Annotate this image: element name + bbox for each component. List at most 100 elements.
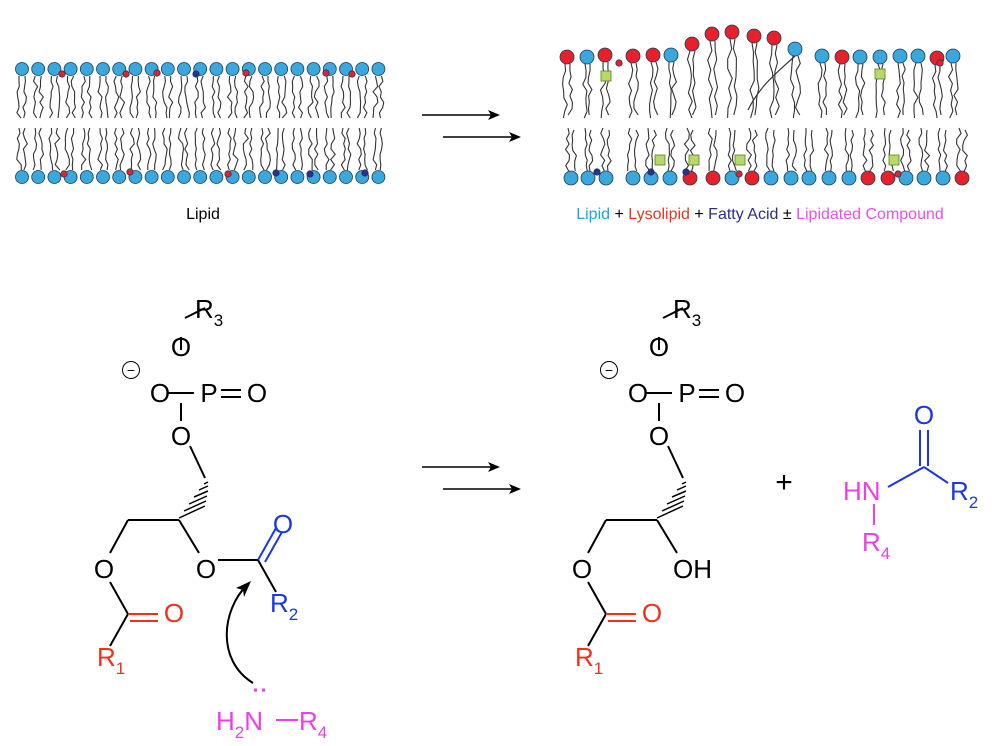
membrane-head bbox=[662, 170, 678, 186]
oxygen-top: O bbox=[171, 332, 191, 362]
lipid-head bbox=[47, 62, 62, 76]
lipid-head bbox=[160, 170, 175, 184]
membrane-head bbox=[625, 170, 641, 186]
small-head bbox=[361, 169, 369, 177]
membrane-head bbox=[744, 170, 760, 186]
membrane-head bbox=[852, 49, 868, 65]
carbonyl-oxygen-r2: O bbox=[273, 509, 293, 539]
lipid-head bbox=[112, 62, 127, 76]
membrane-head bbox=[860, 170, 876, 186]
small-head bbox=[682, 168, 690, 176]
phosphorus: P bbox=[200, 378, 217, 408]
membrane-head bbox=[880, 170, 896, 186]
amide-nh: HN bbox=[843, 476, 881, 506]
membrane-head bbox=[872, 49, 888, 65]
small-head bbox=[936, 59, 944, 67]
small-head bbox=[615, 59, 623, 67]
oxygen-ester-sn2: O bbox=[196, 554, 216, 584]
lipid-bilayer bbox=[15, 62, 386, 184]
r1-label: R1 bbox=[97, 642, 125, 678]
hydroxyl-label: OH bbox=[673, 554, 712, 584]
oxygen-ester-sn1: O bbox=[94, 554, 114, 584]
product-negative-charge-circle bbox=[600, 361, 618, 379]
lipid-head bbox=[225, 62, 240, 76]
lipid-head bbox=[371, 62, 386, 76]
product-oxygen-anionic: O bbox=[628, 378, 648, 408]
small-head bbox=[126, 168, 134, 176]
lipid-head bbox=[63, 62, 78, 76]
membrane-head bbox=[559, 49, 575, 65]
lone-pair: : bbox=[249, 686, 274, 693]
small-head bbox=[593, 168, 601, 176]
product-oxygen-bridge: O bbox=[649, 421, 669, 451]
membrane-head bbox=[945, 48, 961, 64]
lipid-head bbox=[322, 170, 337, 184]
membrane-head bbox=[663, 47, 679, 63]
lipid-head bbox=[31, 62, 46, 76]
negative-charge: − bbox=[127, 362, 135, 378]
membrane-head bbox=[814, 48, 830, 64]
membrane-head bbox=[783, 170, 799, 186]
membrane-head bbox=[787, 41, 803, 57]
lipid-caption: Lipid bbox=[186, 206, 220, 223]
legend-plus-2: + bbox=[690, 206, 708, 223]
lipid-head bbox=[79, 170, 94, 184]
lipidated-compound-marker bbox=[654, 154, 666, 166]
lipidated-compound-marker bbox=[734, 154, 746, 166]
membrane-head bbox=[834, 49, 850, 65]
lipid-head bbox=[15, 170, 29, 184]
legend-plusminus: ± bbox=[778, 206, 796, 223]
membrane-head bbox=[910, 48, 926, 64]
lipid-head bbox=[128, 62, 143, 76]
product-negative-charge: − bbox=[605, 362, 613, 378]
small-head bbox=[58, 70, 66, 78]
product-phosphorus: P bbox=[678, 378, 695, 408]
legend-fatty-acid: Fatty Acid bbox=[708, 206, 778, 223]
amide-product: O HN R2 R4 bbox=[843, 400, 978, 563]
plus-sign: + bbox=[775, 466, 793, 499]
amine-label: H2N bbox=[216, 706, 263, 742]
membrane-head bbox=[579, 49, 595, 65]
membrane-head bbox=[597, 47, 613, 63]
lipid-head bbox=[258, 62, 272, 76]
amide-oxygen: O bbox=[914, 400, 934, 430]
lipid-head bbox=[31, 170, 46, 184]
membrane-head bbox=[954, 170, 970, 186]
lipid-head bbox=[112, 170, 127, 184]
membrane-head bbox=[724, 24, 740, 40]
equilibrium-arrow-top bbox=[422, 110, 521, 142]
reactant-phospholipid: R3 O O P O O − O O O R1 O R2 bbox=[94, 294, 298, 678]
small-head bbox=[242, 69, 250, 77]
membrane-head bbox=[598, 170, 614, 186]
membrane-head bbox=[916, 170, 932, 186]
r3-label: R3 bbox=[195, 294, 223, 330]
membrane-head bbox=[704, 26, 720, 42]
lipidated-compound-marker bbox=[888, 154, 900, 166]
lipid-head bbox=[209, 62, 224, 76]
lipidated-compound-marker bbox=[600, 70, 612, 82]
small-head bbox=[306, 170, 314, 178]
lipid-head bbox=[144, 170, 159, 184]
lipid-head bbox=[160, 62, 175, 76]
product-oxygen-phosphoryl: O bbox=[725, 378, 745, 408]
membrane-head bbox=[705, 170, 721, 186]
membrane-head bbox=[645, 47, 661, 63]
small-head bbox=[322, 69, 330, 77]
product-oxygen-ester: O bbox=[572, 554, 592, 584]
mixed-bilayer bbox=[559, 24, 970, 186]
membrane-head bbox=[801, 170, 817, 186]
legend-lysolipid: Lysolipid bbox=[628, 206, 690, 223]
lipid-head bbox=[209, 170, 224, 184]
oxygen-anionic: O bbox=[150, 378, 170, 408]
small-head bbox=[192, 70, 200, 78]
lipid-head bbox=[290, 170, 305, 184]
membrane-head bbox=[766, 30, 782, 46]
hashed-wedge bbox=[178, 481, 209, 519]
membrane-head bbox=[746, 28, 762, 44]
small-head bbox=[224, 170, 232, 178]
r4-label: R4 bbox=[299, 706, 327, 742]
membrane-head bbox=[763, 170, 779, 186]
small-head bbox=[348, 70, 356, 78]
amide-r2-label: R2 bbox=[950, 476, 978, 512]
